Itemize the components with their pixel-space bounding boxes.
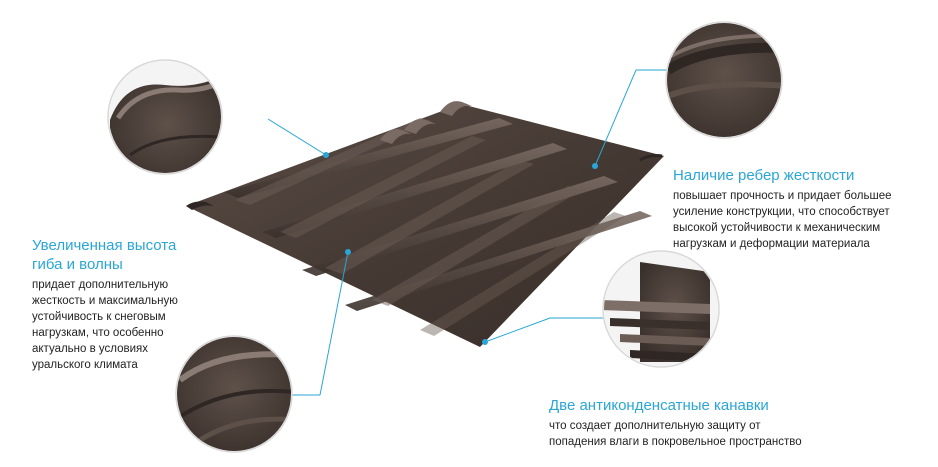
callout-wave-height-desc-6: уральского климата: [32, 359, 138, 371]
callout-grooves-desc-1: что создает дополнительную защиту от: [549, 420, 761, 432]
callout-ribs-desc-1: повышает прочность и придает большее: [673, 190, 892, 202]
zoom-circle-grooves: [602, 250, 720, 368]
callout-ribs-desc-2: усиление конструкции, что способствует: [673, 206, 890, 218]
callout-wave-height-desc-1: придает дополнительную: [32, 279, 169, 291]
callout-wave-height-desc-3: устойчивость к снеговым: [32, 311, 166, 323]
callout-ribs: Наличие ребер жесткости повышает прочнос…: [673, 166, 935, 252]
callout-wave-height-desc-4: нагрузкам, что особенно: [32, 327, 164, 339]
callout-grooves-title: Две антиконденсатные канавки: [549, 397, 769, 414]
metal-tile-sheet: [186, 101, 664, 347]
zoom-circle-ribs: [665, 21, 783, 139]
callout-ribs-desc-3: высокой устойчивости к механическим: [673, 222, 881, 234]
callout-wave-height-title-line2: гиба и волны: [32, 256, 123, 273]
zoom-circle-wave-height: [175, 335, 293, 453]
callout-markers: [323, 152, 598, 345]
callout-ribs-desc-4: нагрузкам и деформации материала: [673, 238, 870, 250]
callout-ribs-title: Наличие ребер жесткости: [673, 167, 855, 184]
callout-wave-height: Увеличенная высота гиба и волны придает …: [32, 236, 232, 373]
callout-grooves: Две антиконденсатные канавки что создает…: [549, 396, 934, 450]
callout-wave-height-desc-5: актуально в условиях: [32, 343, 149, 355]
callout-grooves-desc-2: попадения влаги в покровельное пространс…: [549, 436, 802, 448]
callout-wave-height-desc-2: жесткость и максимальную: [32, 295, 178, 307]
zoom-circle-wave-edge: [107, 59, 223, 175]
callout-leaders: [267, 69, 668, 396]
callout-wave-height-title-line1: Увеличенная высота: [32, 237, 177, 254]
